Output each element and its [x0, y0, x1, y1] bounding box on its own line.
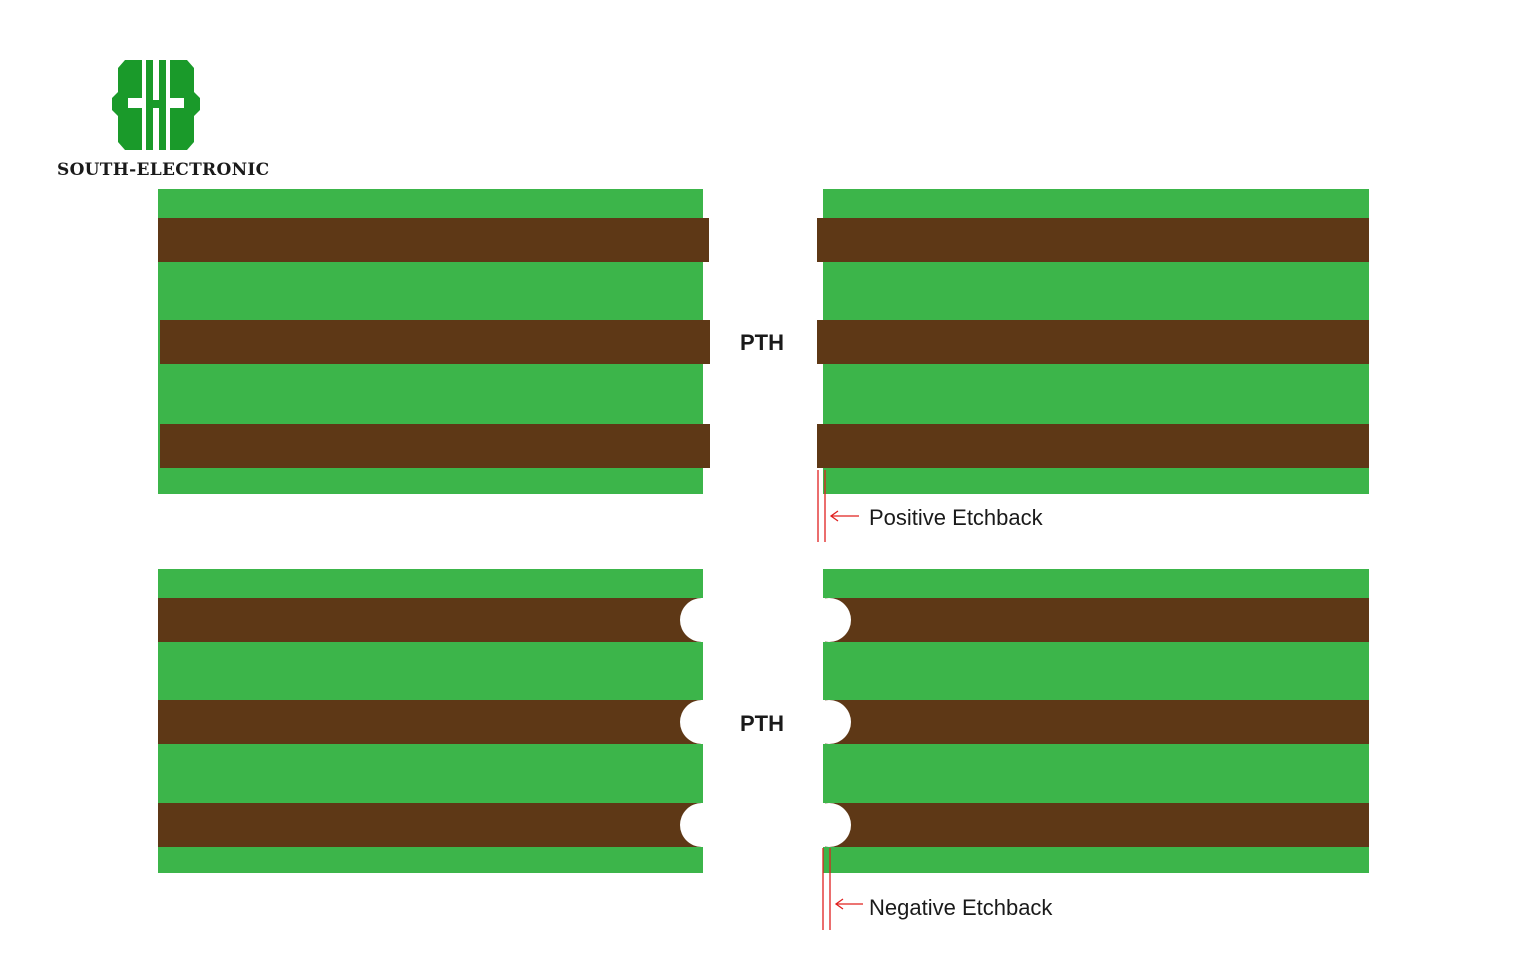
negative-etchback-panel: PTH Negative Etchback: [158, 569, 1369, 930]
etchback-marker: [822, 848, 863, 930]
copper-layer: [823, 700, 1369, 744]
copper-layer: [158, 700, 703, 744]
copper-layer: [817, 320, 1369, 364]
copper-layer: [817, 218, 1369, 262]
pth-label: PTH: [740, 711, 784, 736]
pth-label: PTH: [740, 330, 784, 355]
copper-layer: [158, 598, 703, 642]
copper-layer: [823, 598, 1369, 642]
copper-layer: [158, 803, 703, 847]
copper-layer: [160, 424, 710, 468]
positive-etchback-panel: PTH Positive Etchback: [158, 189, 1369, 542]
copper-layer: [158, 218, 709, 262]
positive-etchback-label: Positive Etchback: [869, 505, 1044, 530]
copper-layer: [823, 803, 1369, 847]
etchback-marker: [817, 470, 859, 542]
brand-logo-icon: [112, 60, 200, 150]
copper-layer: [817, 424, 1369, 468]
brand-name: SOUTH-ELECTRONIC: [57, 160, 270, 180]
etchback-recess: [680, 598, 851, 847]
negative-etchback-label: Negative Etchback: [869, 895, 1053, 920]
copper-layer: [160, 320, 710, 364]
